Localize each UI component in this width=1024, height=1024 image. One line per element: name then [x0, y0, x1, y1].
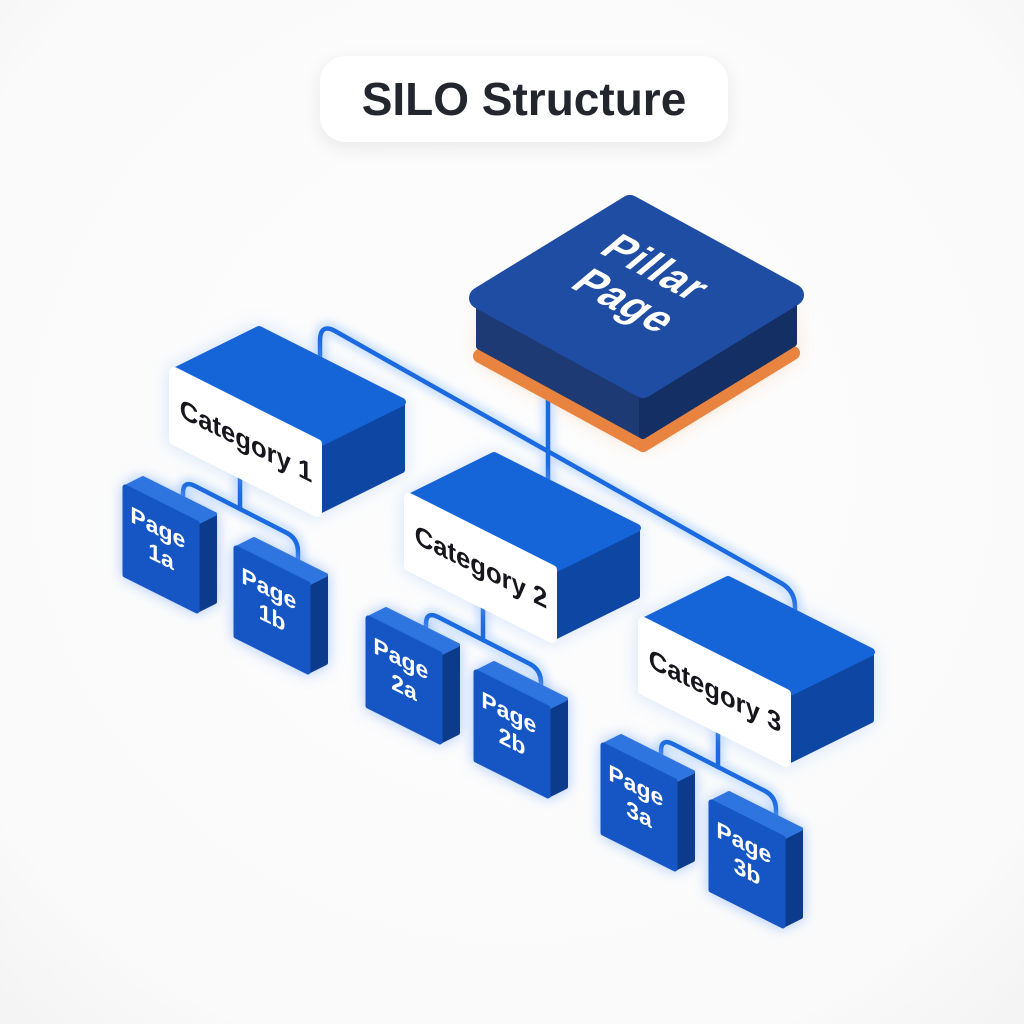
- page-tile-3b: Page 3b: [708, 791, 803, 929]
- category-box-3: Category 3: [638, 576, 875, 767]
- category3-label-band: [638, 617, 791, 767]
- page1b-side-face: [306, 573, 328, 674]
- page-tile-2b: Page 2b: [473, 661, 568, 799]
- page2b-front-face: [473, 669, 551, 799]
- pillar-top-face: [469, 195, 804, 398]
- page3a-front-face: [600, 742, 678, 872]
- page2a-front-face: [365, 615, 443, 745]
- page-tile-1b: Page 1b: [233, 537, 328, 675]
- page-title: SILO Structure: [362, 73, 687, 125]
- title-card-bg: [320, 56, 728, 142]
- page-tile-2a: Page 2a: [365, 607, 460, 745]
- page2b-side-face: [546, 697, 568, 798]
- page3b-front-face: [708, 799, 786, 929]
- page3a-side-face: [673, 770, 695, 871]
- title-card: SILO Structure: [320, 56, 728, 142]
- page-tile-1a: Page 1a: [122, 476, 217, 614]
- page2a-side-face: [438, 643, 460, 744]
- page1a-side-face: [195, 512, 217, 613]
- page-tile-3a: Page 3a: [600, 734, 695, 872]
- page1a-front-face: [122, 484, 200, 614]
- pillar-page-box: Pillar Page: [469, 195, 804, 452]
- category1-label-band: [169, 367, 322, 517]
- category-box-2: Category 2: [404, 452, 641, 643]
- page1b-front-face: [233, 545, 311, 675]
- category2-label-band: [404, 493, 557, 643]
- page3b-side-face: [781, 827, 803, 928]
